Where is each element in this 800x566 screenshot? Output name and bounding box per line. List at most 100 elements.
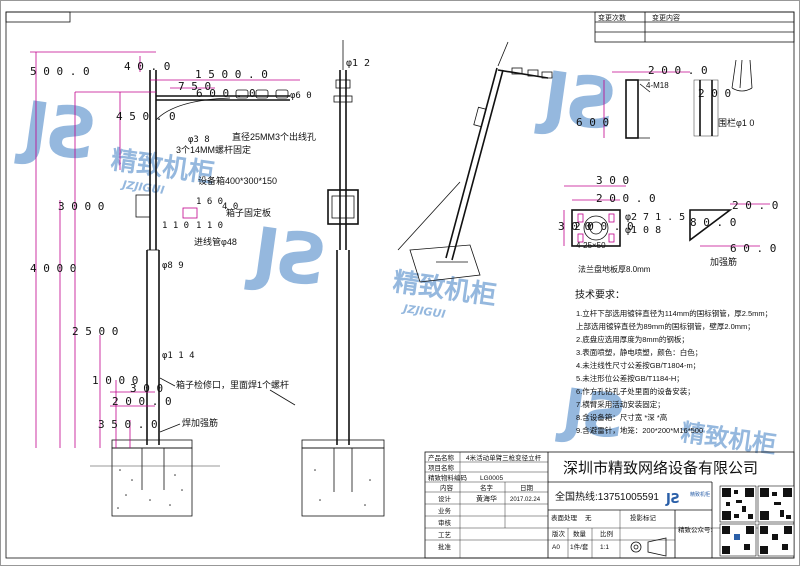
dim-600: 6 0 0 . 0	[196, 87, 256, 100]
inner-frame	[5, 11, 795, 559]
flange-note-holes: 4-25×50	[576, 241, 606, 250]
dim-1500: 1 5 0 0 . 0	[195, 68, 268, 81]
bracket-dim-600: 6 0 0	[576, 116, 609, 129]
dim-450: 4 5 0 . 0	[116, 110, 176, 123]
foundation-hatch	[117, 469, 183, 509]
bracket-dim-200b: 2 0 0	[698, 87, 731, 100]
tb-material-code-label: 精致物料编码	[428, 473, 468, 482]
tb-version-label: 版次	[552, 529, 566, 538]
revision-col-content: 变更内容	[652, 13, 680, 22]
dim-40: 4 0 . 0	[124, 60, 170, 73]
dim-1000: 1 0 0 0	[92, 374, 138, 387]
tech-req-line: 5.未注形位公差按GB/T1184-H；	[576, 373, 684, 383]
bracket-note-rail: 围栏φ1 0	[718, 117, 754, 128]
left-elevation-view	[30, 51, 300, 517]
dim-phi114: φ1 1 4	[162, 351, 195, 361]
tb-approve-label: 批准	[438, 542, 452, 551]
company-logo-text: 精致机柜	[690, 491, 710, 498]
bracket-detail	[603, 59, 753, 139]
tb-product-name-label: 产品名称	[428, 453, 455, 462]
flange-note-thickness: 法兰盘地板厚8.0mm	[578, 264, 651, 274]
revision-col-count: 变更次数	[598, 13, 626, 22]
tech-req-list: 1.立杆下部选用镀锌直径为114mm的国标钢管，厚2.5mm； 上部选用镀锌直径…	[576, 308, 772, 435]
tb-date-label: 日期	[520, 484, 534, 492]
camera-group	[235, 89, 289, 99]
dim-phi38: φ3 8	[188, 135, 210, 145]
tech-req-line: 9.含避雷针，地笼：200*200*M16*500	[576, 425, 703, 435]
mid-equipment-box	[327, 189, 359, 225]
qr-code-icon	[719, 523, 757, 557]
tb-craft-label: 工艺	[438, 531, 452, 539]
tb-designer: 黄海华	[476, 494, 497, 503]
note-service-door: 箱子检修口，里面焊1个螺杆	[176, 379, 289, 390]
qr-code-icon	[757, 485, 795, 523]
tb-review-label: 审核	[438, 518, 452, 527]
note-inlet-pipe: 进线管φ48	[194, 236, 237, 247]
dim-110a: 1 1 0	[162, 221, 189, 231]
dim-750: 7 5 0	[178, 80, 211, 93]
tb-product-name: 4米活动单臂三枪变径立杆	[466, 453, 542, 462]
tb-scale: 1:1	[600, 544, 609, 551]
note-box-plate: 箱子固定板	[226, 207, 271, 218]
middle-elevation-view	[301, 40, 385, 517]
dim-160: 1 6 0	[196, 197, 223, 207]
note-bolts: 3个14MM螺杆固定	[176, 144, 251, 155]
dim-phi89: φ8 9	[162, 261, 184, 271]
dim-4000: 4 0 0 0	[30, 262, 76, 275]
corner-box	[5, 11, 71, 23]
tb-qty-label: 数量	[573, 529, 587, 538]
bracket-note-m18: 4-M18	[646, 81, 669, 90]
tech-req-line: 1.立杆下部选用镀锌直径为114mm的国标钢管，厚2.5mm；	[576, 308, 772, 318]
dim-110b: 1 1 0	[196, 221, 223, 231]
tb-scale-label: 比例	[600, 529, 613, 538]
rib-dim-60: 6 0 . 0	[730, 242, 776, 255]
tech-req-line: 4.未注线性尺寸公差按GB/T1804-m；	[576, 360, 700, 370]
dim-350: 3 5 0 . 0	[98, 418, 158, 431]
watermark-sub-2: JZJIGUI	[401, 302, 447, 321]
dim-phi60: φ6 0	[290, 91, 312, 101]
inclined-pole-view	[397, 41, 553, 283]
bracket-dim-200: 2 0 0 . 0	[648, 64, 708, 77]
company-logo: JƧ 精致机柜	[665, 491, 710, 507]
tb-version: A0	[552, 544, 560, 551]
watermark-logo-text-4: 精致机柜	[679, 418, 778, 459]
tech-req-line: 3.表面喷塑，静电喷塑，颜色：白色；	[576, 347, 702, 357]
dim-200: 2 0 0 . 0	[112, 395, 172, 408]
flange-dim-200b: 2 0 0 . 0	[574, 220, 634, 233]
watermark-logo-mark: JƧ	[14, 85, 105, 177]
dim-40b: 4 0	[222, 202, 238, 212]
tech-req-line: 2.底盘应选用厚度为8mm的钢板；	[576, 334, 689, 344]
dim-3000: 3 0 0 0	[58, 200, 104, 213]
watermark-sub-1: JZJIGUI	[120, 178, 166, 197]
flange-dim-phi108: φ1 0 8	[625, 225, 661, 236]
note-stiffener: 焊加强筋	[182, 417, 218, 428]
tb-material-code: LG0005	[480, 475, 504, 482]
watermark-logo-mark-4: JƧ	[554, 375, 633, 454]
tech-req-line: 7.横臂采用活动安装固定；	[576, 399, 665, 409]
tb-project-label: 项目名称	[428, 463, 455, 472]
dim-2500: 2 5 0 0	[72, 325, 118, 338]
qr-code-icon	[757, 523, 795, 557]
equipment-box-side	[135, 194, 151, 218]
note-outlet-holes: 直径25MM3个出线孔	[232, 131, 316, 142]
dim-300: 3 0 0	[130, 382, 163, 395]
tb-company: 深圳市精致网络设备有限公司	[563, 460, 758, 477]
tb-surface-value: 无	[585, 514, 592, 522]
tb-surface-label: 表面处理	[551, 513, 578, 522]
tech-req-line: 6.作方孔钻孔子处里面的设备安装；	[576, 386, 695, 396]
tech-req-title: 技术要求：	[575, 288, 625, 301]
foundation	[111, 447, 193, 517]
flange-detail	[563, 185, 770, 247]
tb-design-label: 设计	[438, 494, 452, 503]
note-equipment-box: 设备箱400*300*150	[198, 175, 277, 186]
flange-dim-300a: 3 0 0	[596, 174, 629, 187]
rib-dim-20: 2 0 . 0	[732, 199, 778, 212]
tb-proj-label: 投影标记	[630, 513, 657, 522]
watermark-logo-mark-3: JƧ	[534, 55, 625, 147]
dim-phi12: φ1 2	[346, 58, 370, 69]
base-plate	[111, 439, 193, 449]
svg-text:JƧ: JƧ	[665, 492, 680, 507]
revision-table: 变更次数 变更内容	[594, 11, 795, 43]
